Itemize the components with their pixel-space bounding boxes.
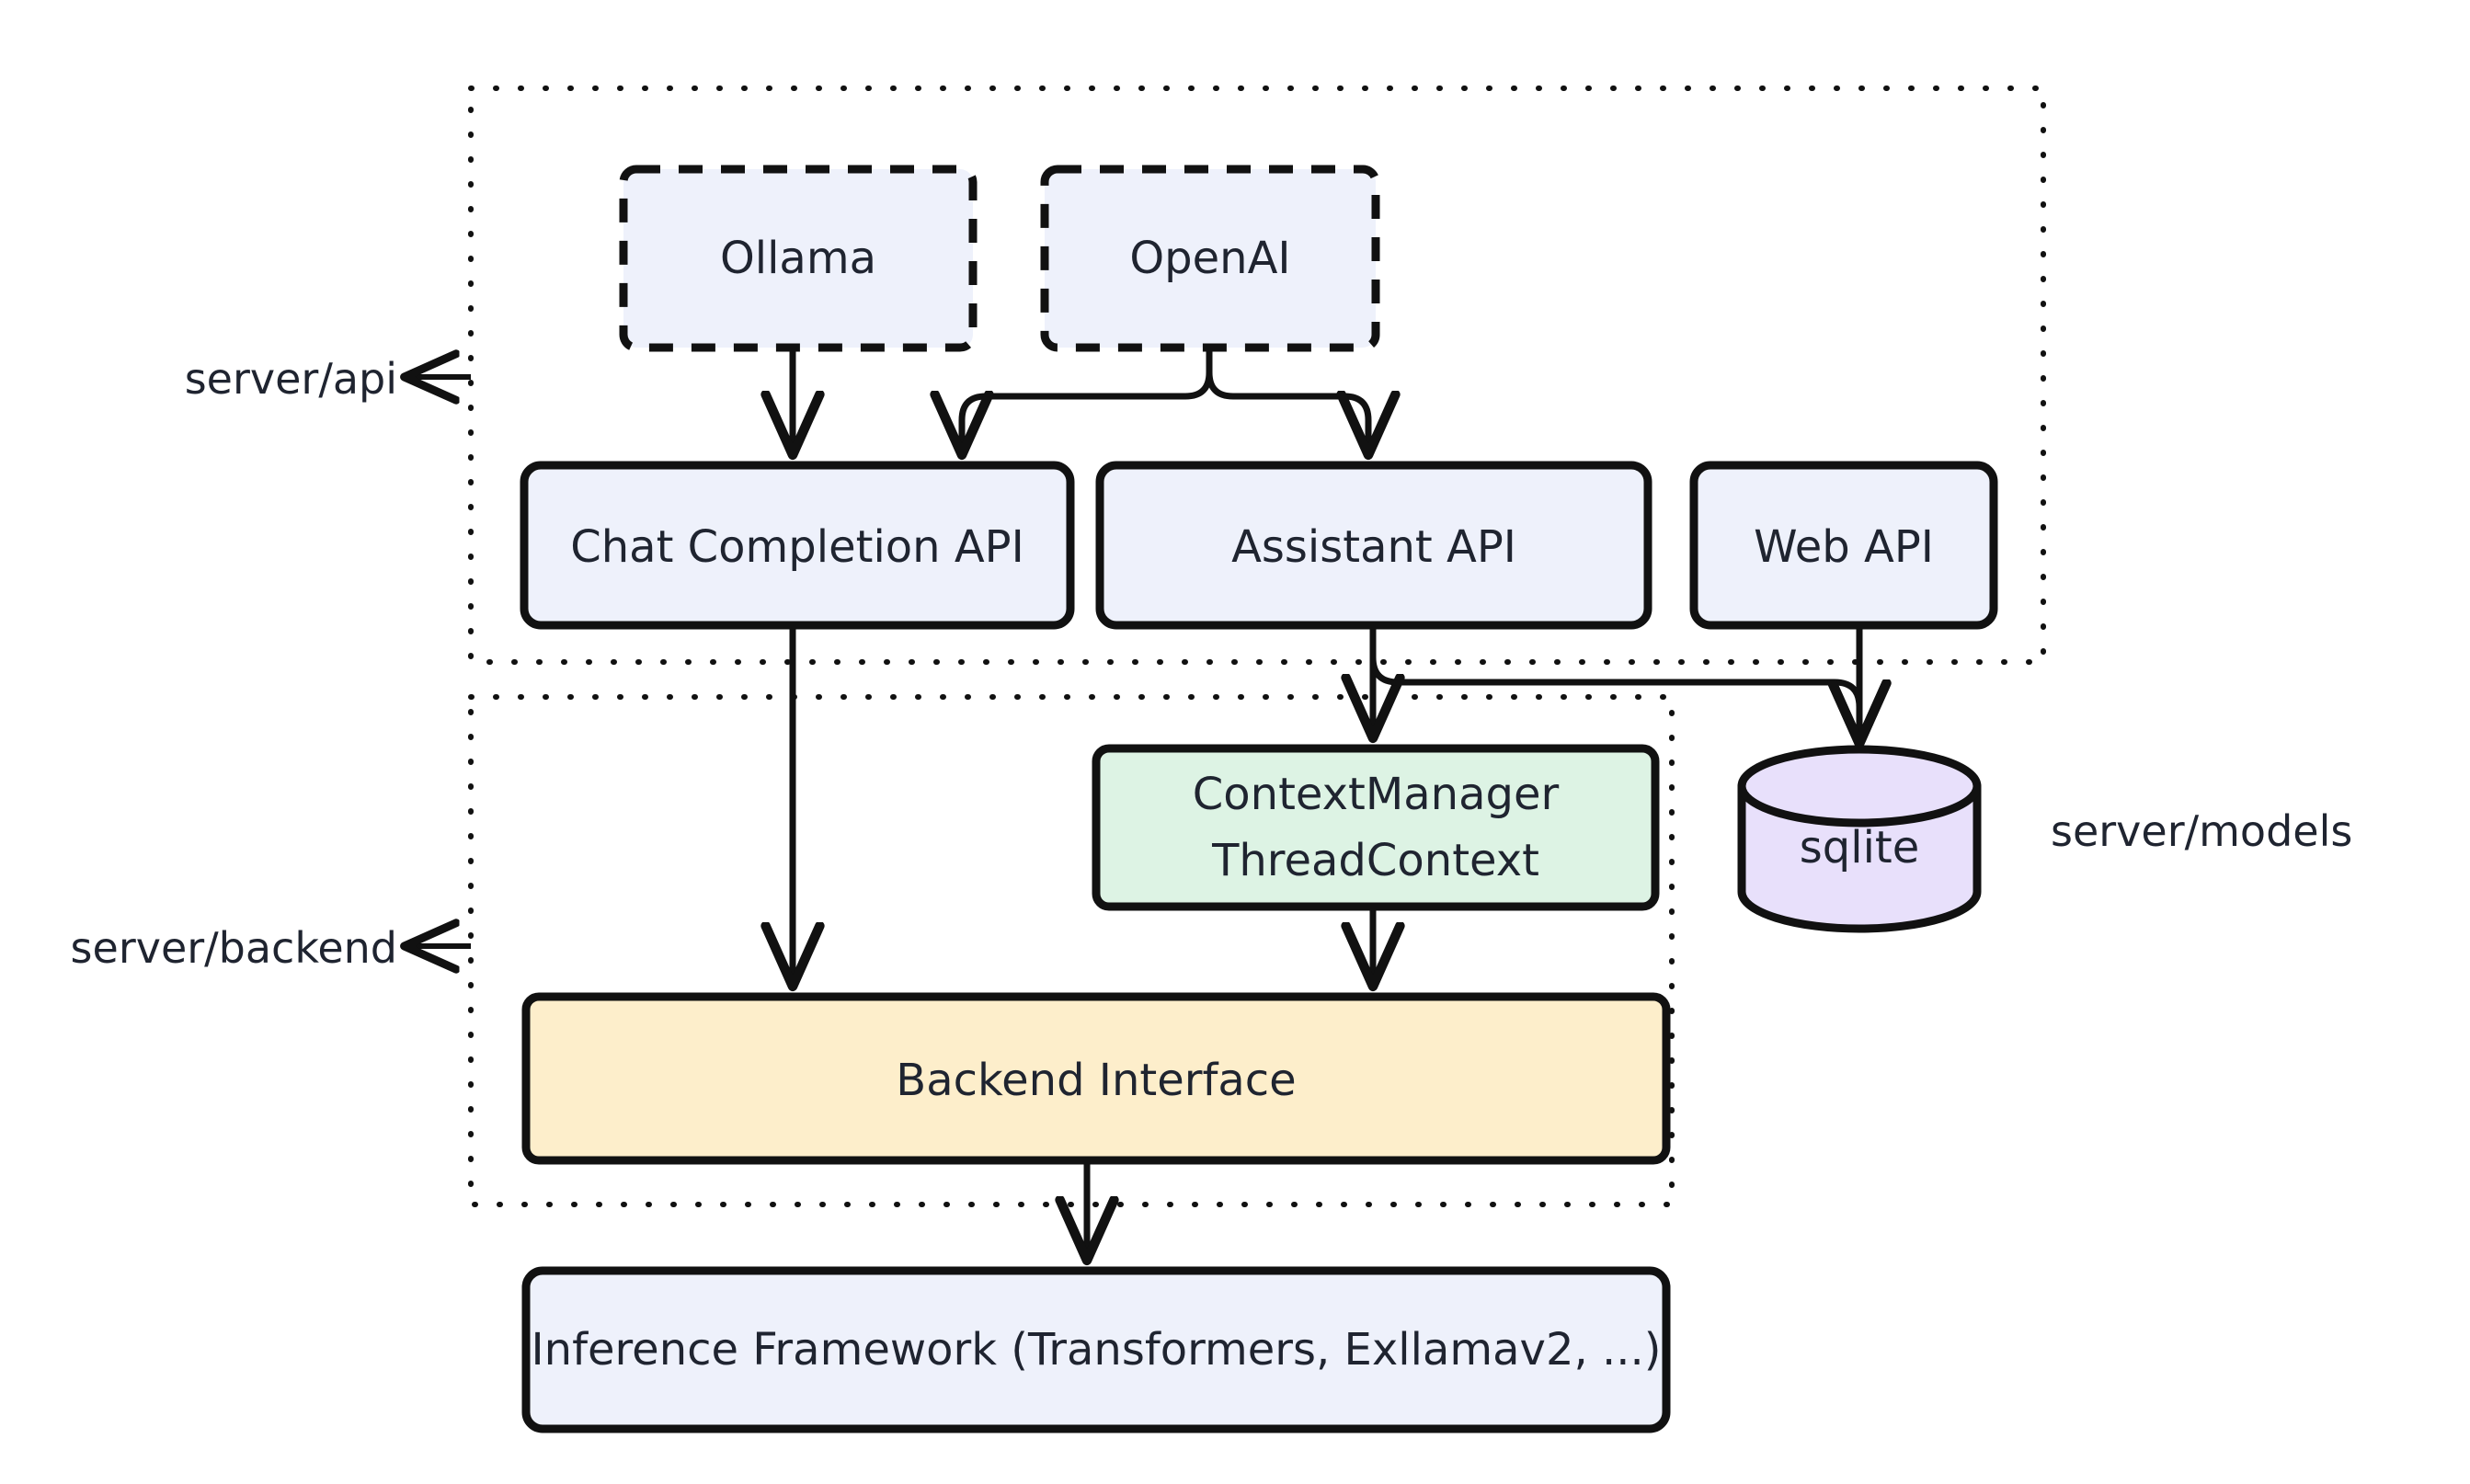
- node-ollama[interactable]: Ollama: [619, 165, 978, 352]
- edge-openai-to-assistant-api: [1206, 347, 1368, 452]
- edge-openai-to-chat-completion-api: [962, 347, 1213, 452]
- group-container-api: [468, 86, 2046, 665]
- node-openai-label: OpenAI: [1129, 233, 1290, 284]
- node-inference-framework-shape: [521, 1266, 1671, 1433]
- node-sqlite-top-ellipse: [1737, 745, 1982, 828]
- node-ollama-label: Ollama: [720, 233, 876, 284]
- node-web-api[interactable]: Web API: [1689, 461, 1998, 630]
- node-ollama-shape: [619, 165, 978, 352]
- node-assistant-api[interactable]: Assistant API: [1095, 461, 1652, 630]
- node-chat-completion-api-shape: [520, 461, 1075, 630]
- node-chat-completion-api-label: Chat Completion API: [570, 521, 1024, 573]
- node-sqlite[interactable]: sqlite: [1737, 745, 1982, 933]
- node-context-manager-label-line-1: ContextManager: [1193, 769, 1560, 820]
- group-label-api: server/api: [185, 354, 397, 404]
- node-backend-interface[interactable]: Backend Interface: [521, 992, 1671, 1165]
- node-web-api-shape: [1689, 461, 1998, 630]
- node-assistant-api-shape: [1095, 461, 1652, 630]
- edge-assistant-api-to-sqlite: [1369, 625, 1859, 741]
- node-backend-interface-label: Backend Interface: [896, 1055, 1296, 1106]
- node-openai[interactable]: OpenAI: [1040, 165, 1380, 352]
- node-context-manager-label-line-2: ThreadContext: [1211, 835, 1539, 886]
- group-label-backend: server/backend: [71, 923, 397, 973]
- node-assistant-api-label: Assistant API: [1231, 521, 1516, 573]
- node-inference-framework[interactable]: Inference Framework (Transformers, Exlla…: [521, 1266, 1671, 1433]
- node-inference-framework-label: Inference Framework (Transformers, Exlla…: [531, 1324, 1661, 1376]
- node-chat-completion-api[interactable]: Chat Completion API: [520, 461, 1075, 630]
- node-web-api-label: Web API: [1754, 521, 1934, 573]
- node-backend-interface-shape: [521, 992, 1671, 1165]
- node-sqlite-label: sqlite: [1800, 822, 1920, 873]
- node-context-manager[interactable]: ContextManager ThreadContext: [1092, 744, 1660, 911]
- group-label-models: server/models: [2051, 806, 2352, 856]
- node-openai-shape: [1040, 165, 1380, 352]
- node-context-manager-shape: [1092, 744, 1660, 911]
